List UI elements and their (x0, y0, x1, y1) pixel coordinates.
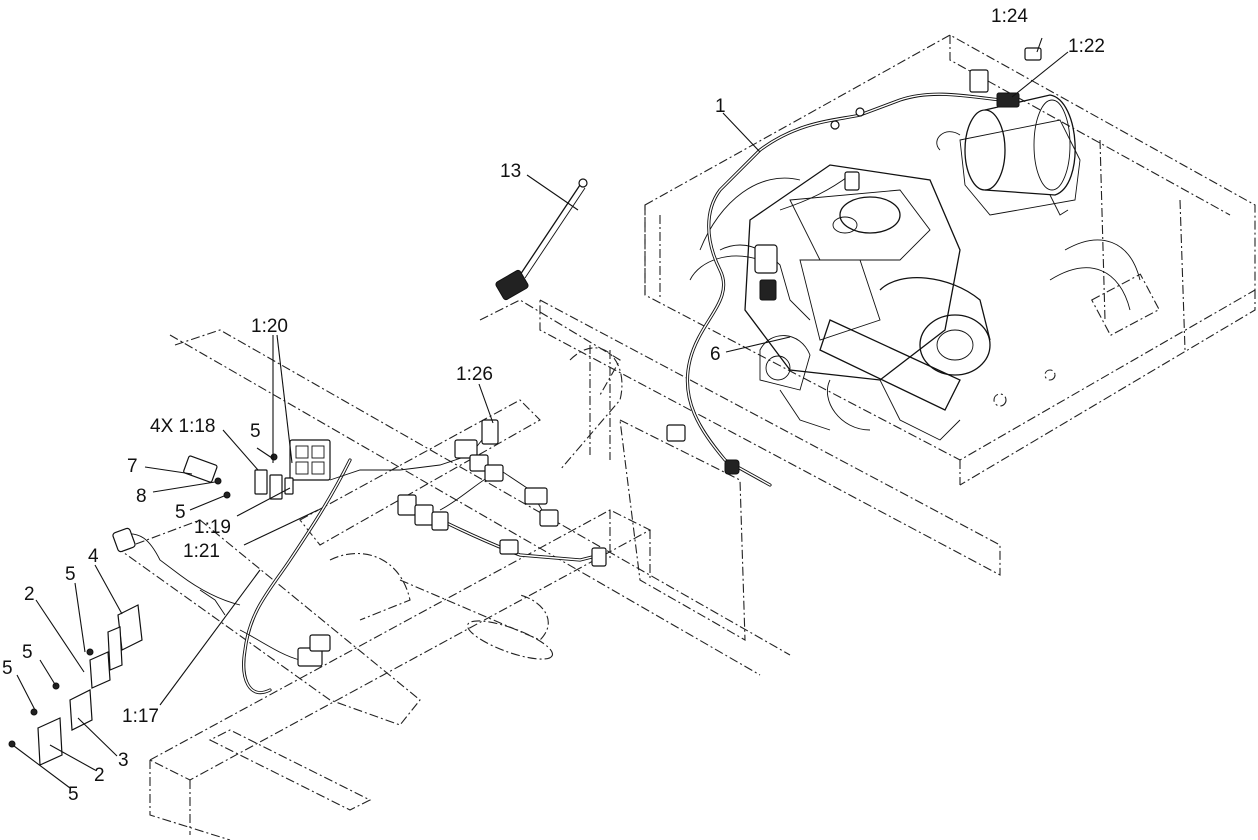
callout-5-bottom: 5 (68, 784, 79, 805)
main-chassis (118, 299, 1001, 840)
callout-6: 6 (710, 344, 721, 365)
callout-4x-1-18: 4X 1:18 (150, 416, 216, 437)
callout-1-22: 1:22 (1068, 36, 1105, 57)
front-harness (112, 419, 607, 695)
callout-1: 1 (715, 96, 726, 117)
callout-5-mid: 5 (175, 502, 186, 523)
callout-5-left-low: 5 (2, 658, 13, 679)
callout-13: 13 (500, 161, 521, 182)
item-13-sensor-lead (495, 178, 588, 301)
callout-8: 8 (136, 486, 147, 507)
callout-2-top: 2 (24, 584, 35, 605)
fuse-block-parts (183, 453, 294, 500)
callout-1-21: 1:21 (183, 541, 220, 562)
engine-assembly (689, 94, 1141, 441)
callout-1-26: 1:26 (456, 364, 493, 385)
callout-7: 7 (127, 456, 138, 477)
callout-1-20: 1:20 (251, 316, 288, 337)
brackets-and-screws (8, 604, 143, 766)
callouts: 1:24 1:22 1 13 6 1:20 1:26 4X 1:18 5 7 8… (2, 6, 1105, 805)
callout-5-top: 5 (250, 421, 261, 442)
callout-2-bottom: 2 (94, 765, 105, 786)
callout-3: 3 (118, 750, 129, 771)
callout-1-17: 1:17 (122, 706, 159, 727)
callout-1-19: 1:19 (194, 517, 231, 538)
callout-4: 4 (88, 546, 99, 567)
leader-lines (13, 37, 1069, 789)
callout-5-left-top: 5 (65, 564, 76, 585)
rear-harness (666, 47, 1042, 487)
rear-frame (644, 34, 1256, 486)
callout-5-left-mid: 5 (22, 642, 33, 663)
callout-1-24: 1:24 (991, 6, 1028, 27)
